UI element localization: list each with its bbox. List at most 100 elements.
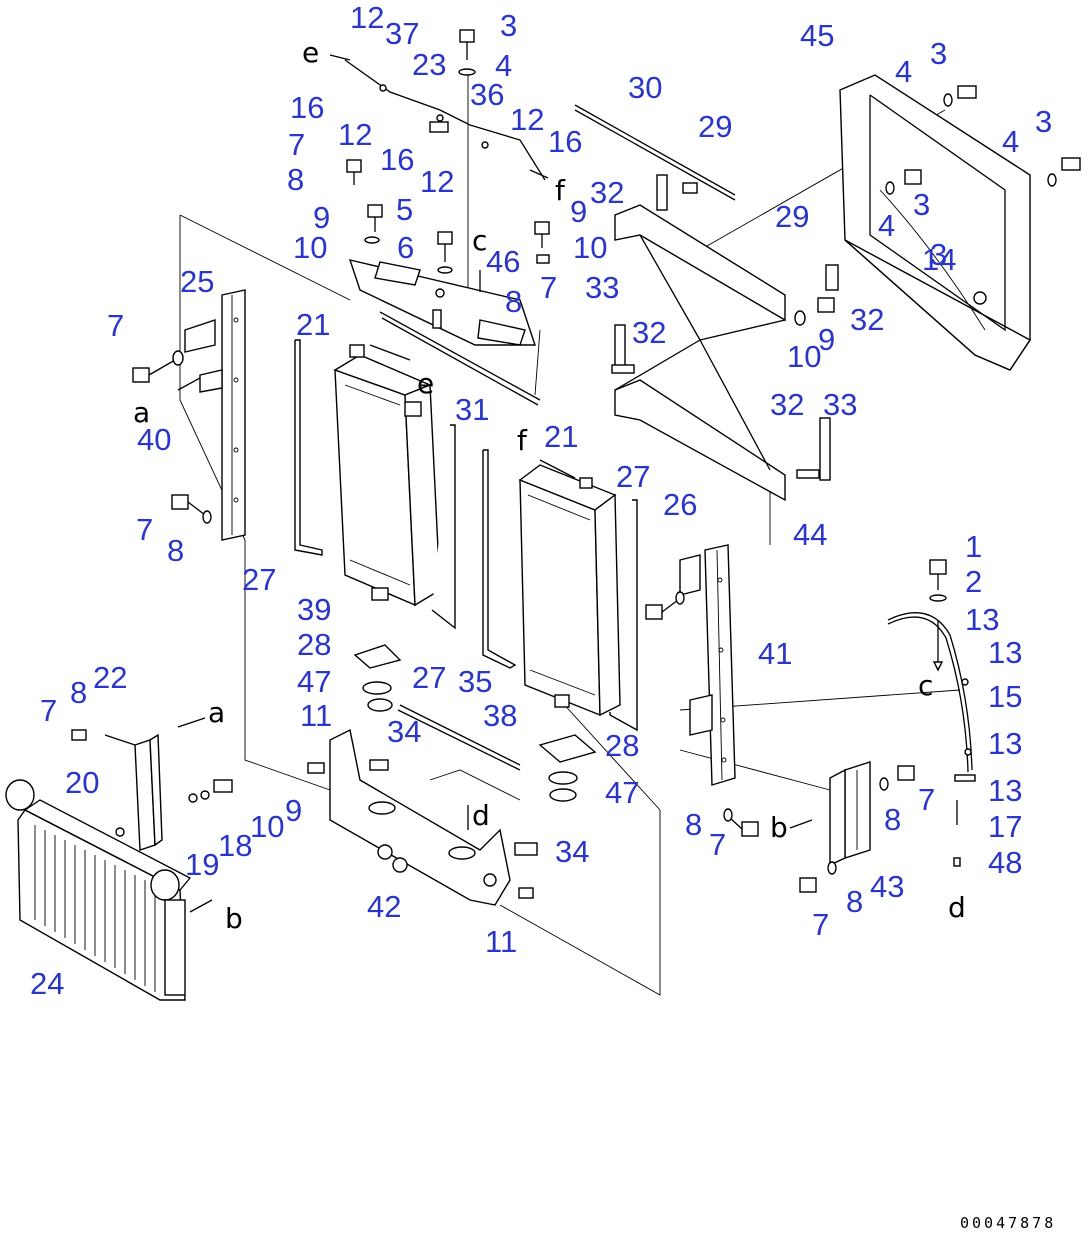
callout-label: 14: [922, 242, 956, 277]
callout-label: 30: [628, 70, 662, 105]
callout-label: 4: [1002, 124, 1019, 159]
callout-label: 7: [288, 127, 305, 162]
callout-label: 8: [846, 884, 863, 919]
callout-label: 10: [573, 230, 607, 265]
callout-label: 8: [685, 807, 702, 842]
callout-label: 13: [965, 602, 999, 637]
callout-label: 3: [500, 8, 517, 43]
callout-label: 44: [793, 517, 827, 552]
callout-label: 7: [812, 907, 829, 942]
connector-letter: d: [472, 799, 490, 832]
callout-label: 16: [290, 90, 324, 125]
callout-label: 43: [870, 869, 904, 904]
bottom-support: [307, 728, 538, 906]
callout-label: 40: [137, 422, 171, 457]
callout-label: 17: [988, 809, 1022, 844]
callout-label: 3: [930, 36, 947, 71]
upper-frame: [574, 104, 839, 502]
callout-label: 41: [758, 636, 792, 671]
callout-label: 8: [884, 802, 901, 837]
connector-letter: f: [555, 174, 566, 207]
callout-label: 10: [787, 339, 821, 374]
callout-label: 46: [486, 244, 520, 279]
callout-label: 9: [570, 194, 587, 229]
callout-label: 3: [913, 187, 930, 222]
callout-label: 35: [458, 664, 492, 699]
callout-label: 9: [285, 793, 302, 828]
left-side-plate: [184, 289, 246, 541]
callout-label: 38: [483, 698, 517, 733]
callout-label: 7: [40, 693, 57, 728]
rod-31: [379, 311, 541, 401]
callout-label: 42: [367, 889, 401, 924]
callout-label: 29: [698, 109, 732, 144]
callout-label: 8: [287, 162, 304, 197]
connector-letter: d: [948, 891, 966, 924]
rod-35: [399, 704, 521, 766]
top-link-rod: [344, 59, 546, 181]
callout-label: 28: [605, 728, 639, 763]
callout-label: 8: [505, 284, 522, 319]
left-bracket: [71, 717, 233, 851]
left-bolts: [132, 350, 212, 524]
callout-label: 18: [218, 828, 252, 863]
callout-label: 34: [387, 714, 421, 749]
callout-label: 6: [397, 230, 414, 265]
aftercooler: [5, 779, 192, 1001]
callout-label: 36: [470, 77, 504, 112]
callout-label: 21: [544, 419, 578, 454]
callout-label: 47: [605, 775, 639, 810]
connector-letter: b: [225, 902, 243, 935]
callout-label: 31: [455, 392, 489, 427]
callout-label: 8: [70, 675, 87, 710]
callout-label: 3: [930, 237, 947, 272]
callout-label: 32: [590, 175, 624, 210]
gaskets: [353, 644, 597, 802]
callout-label: 13: [988, 635, 1022, 670]
callout-label: 25: [180, 264, 214, 299]
radiator-core-right: [518, 464, 621, 717]
callout-label: 28: [297, 627, 331, 662]
callout-labels: 12 37 3 4 45 4 3 23 36 12 16 16 12 16 12…: [30, 0, 1052, 1001]
callout-label: 26: [663, 487, 697, 522]
callout-label: 8: [167, 533, 184, 568]
arrows: [177, 54, 813, 913]
callout-label: 19: [185, 847, 219, 882]
callout-label: 4: [495, 48, 512, 83]
callout-label: 23: [412, 47, 446, 82]
connector-letters: e f c a a e f c d d b b: [133, 36, 966, 935]
callout-label: 32: [770, 387, 804, 422]
callout-label: 13: [988, 773, 1022, 808]
small-bolts-upper: [346, 159, 550, 274]
callout-label: 48: [988, 845, 1022, 880]
callout-label: 22: [93, 660, 127, 695]
callout-label: 2: [965, 564, 982, 599]
callout-label: 12: [510, 102, 544, 137]
callout-label: 45: [800, 18, 834, 53]
callout-label: 4: [878, 208, 895, 243]
callout-label: 12: [338, 117, 372, 152]
upper-support-bracket: [348, 259, 536, 346]
callout-label: 33: [823, 387, 857, 422]
callout-label: 10: [293, 230, 327, 265]
callout-label: 15: [988, 679, 1022, 714]
callout-label: 39: [297, 592, 331, 627]
callout-label: 7: [709, 827, 726, 862]
callout-label: 27: [616, 459, 650, 494]
callout-label: 21: [296, 307, 330, 342]
radiator-core-left: [333, 344, 441, 607]
callout-label: 37: [385, 16, 419, 51]
callout-label: 9: [313, 200, 330, 235]
callout-label: 29: [775, 199, 809, 234]
connector-letter: f: [517, 424, 528, 457]
callout-label: 12: [420, 164, 454, 199]
callout-label: 13: [988, 726, 1022, 761]
callout-label: 32: [850, 302, 884, 337]
callout-label: 9: [818, 322, 835, 357]
callout-label: 10: [250, 809, 284, 844]
callout-label: 20: [65, 765, 99, 800]
callout-label: 27: [412, 660, 446, 695]
hose: [887, 559, 976, 867]
top-bolt: [458, 29, 476, 76]
